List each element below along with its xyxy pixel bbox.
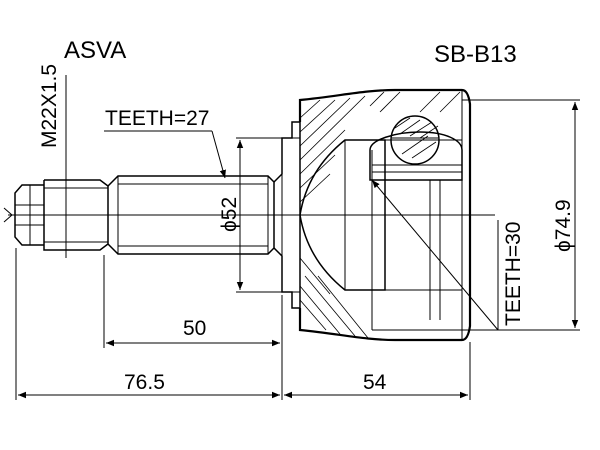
length-dimensions [15, 248, 471, 400]
shaft-teeth-label: TEETH=27 [105, 107, 209, 130]
part-number-label: SB-B13 [434, 41, 517, 68]
shaft-diameter-dimension [236, 137, 300, 293]
threaded-tip [3, 184, 44, 246]
inner-spline-leader [371, 179, 499, 331]
shaft-diameter-label: ϕ52 [218, 197, 241, 232]
bell-cavity [299, 139, 462, 331]
shaft-teeth-leader [211, 130, 226, 179]
ball-cage [369, 115, 463, 181]
brand-label: ASVA [64, 37, 126, 64]
thread-label: M22X1.5 [38, 64, 61, 148]
length-shaft-label: 50 [183, 317, 206, 340]
length-total-label: 76.5 [124, 371, 165, 394]
thread-dimension [62, 75, 70, 258]
housing-hatch [299, 91, 461, 339]
outer-diameter-label: ϕ74.9 [552, 199, 575, 252]
outer-diameter-dimension [462, 99, 580, 331]
length-bell-label: 54 [363, 371, 387, 394]
inner-teeth-label: TEETH=30 [502, 222, 525, 326]
